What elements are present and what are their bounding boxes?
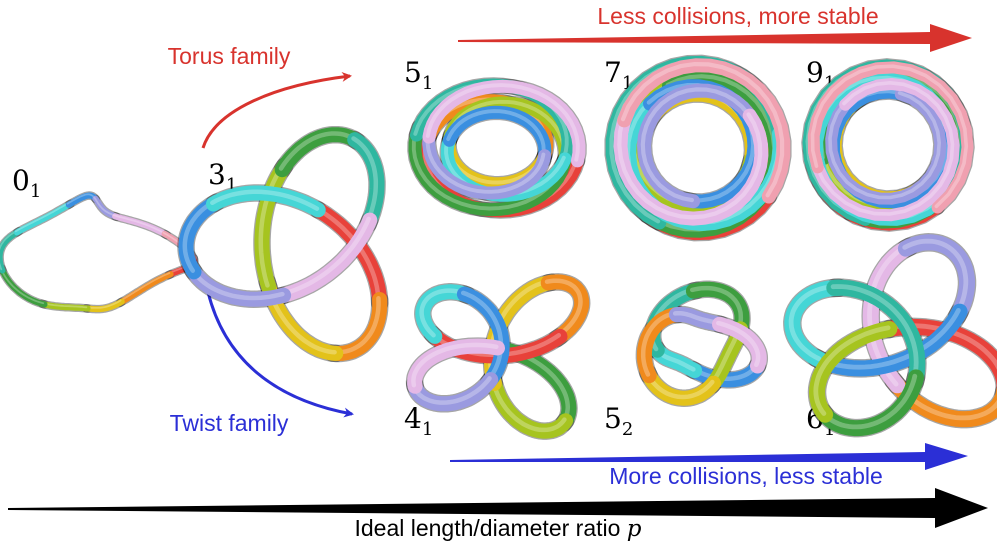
knot-4-1-icon bbox=[405, 273, 591, 440]
svg-text:51: 51 bbox=[404, 56, 433, 94]
twist-family-arrow bbox=[206, 291, 354, 418]
svg-text:01: 01 bbox=[12, 164, 41, 202]
svg-text:71: 71 bbox=[604, 56, 633, 94]
top-arrow-label: Less collisions, more stable bbox=[597, 3, 878, 29]
svg-text:52: 52 bbox=[604, 402, 633, 440]
trefoil-knot-icon bbox=[177, 125, 389, 363]
axis-label-text: Ideal length/diameter ratio bbox=[354, 515, 626, 541]
knot-label-5-2: 52 bbox=[604, 402, 633, 440]
top-trend-arrow bbox=[458, 24, 972, 52]
svg-text:41: 41 bbox=[404, 402, 433, 440]
knot-label-7-1: 71 bbox=[604, 56, 633, 94]
knot-label-0-1: 01 bbox=[12, 164, 41, 202]
torus-family-arrow bbox=[201, 71, 352, 149]
axis-arrow bbox=[8, 488, 988, 528]
axis-label: Ideal length/diameter ratio p bbox=[354, 515, 641, 542]
twist-family-label: Twist family bbox=[170, 410, 289, 436]
knot-5-1-icon bbox=[407, 77, 587, 219]
knot-label-4-1: 41 bbox=[404, 402, 433, 440]
bottom-trend-arrow bbox=[450, 443, 968, 470]
knot-5-2-icon bbox=[635, 280, 769, 407]
knot-label-3-1: 31 bbox=[208, 158, 237, 196]
knot-9-1-icon bbox=[801, 58, 975, 232]
knot-label-5-1: 51 bbox=[404, 56, 433, 94]
torus-family-label: Torus family bbox=[168, 43, 291, 69]
bottom-arrow-label: More collisions, less stable bbox=[609, 463, 883, 489]
unknot-ring-icon bbox=[0, 191, 199, 314]
knot-7-1-icon bbox=[604, 54, 792, 242]
svg-text:31: 31 bbox=[208, 158, 237, 196]
axis-symbol: p bbox=[627, 516, 642, 542]
knot-6-1-icon bbox=[783, 233, 997, 438]
